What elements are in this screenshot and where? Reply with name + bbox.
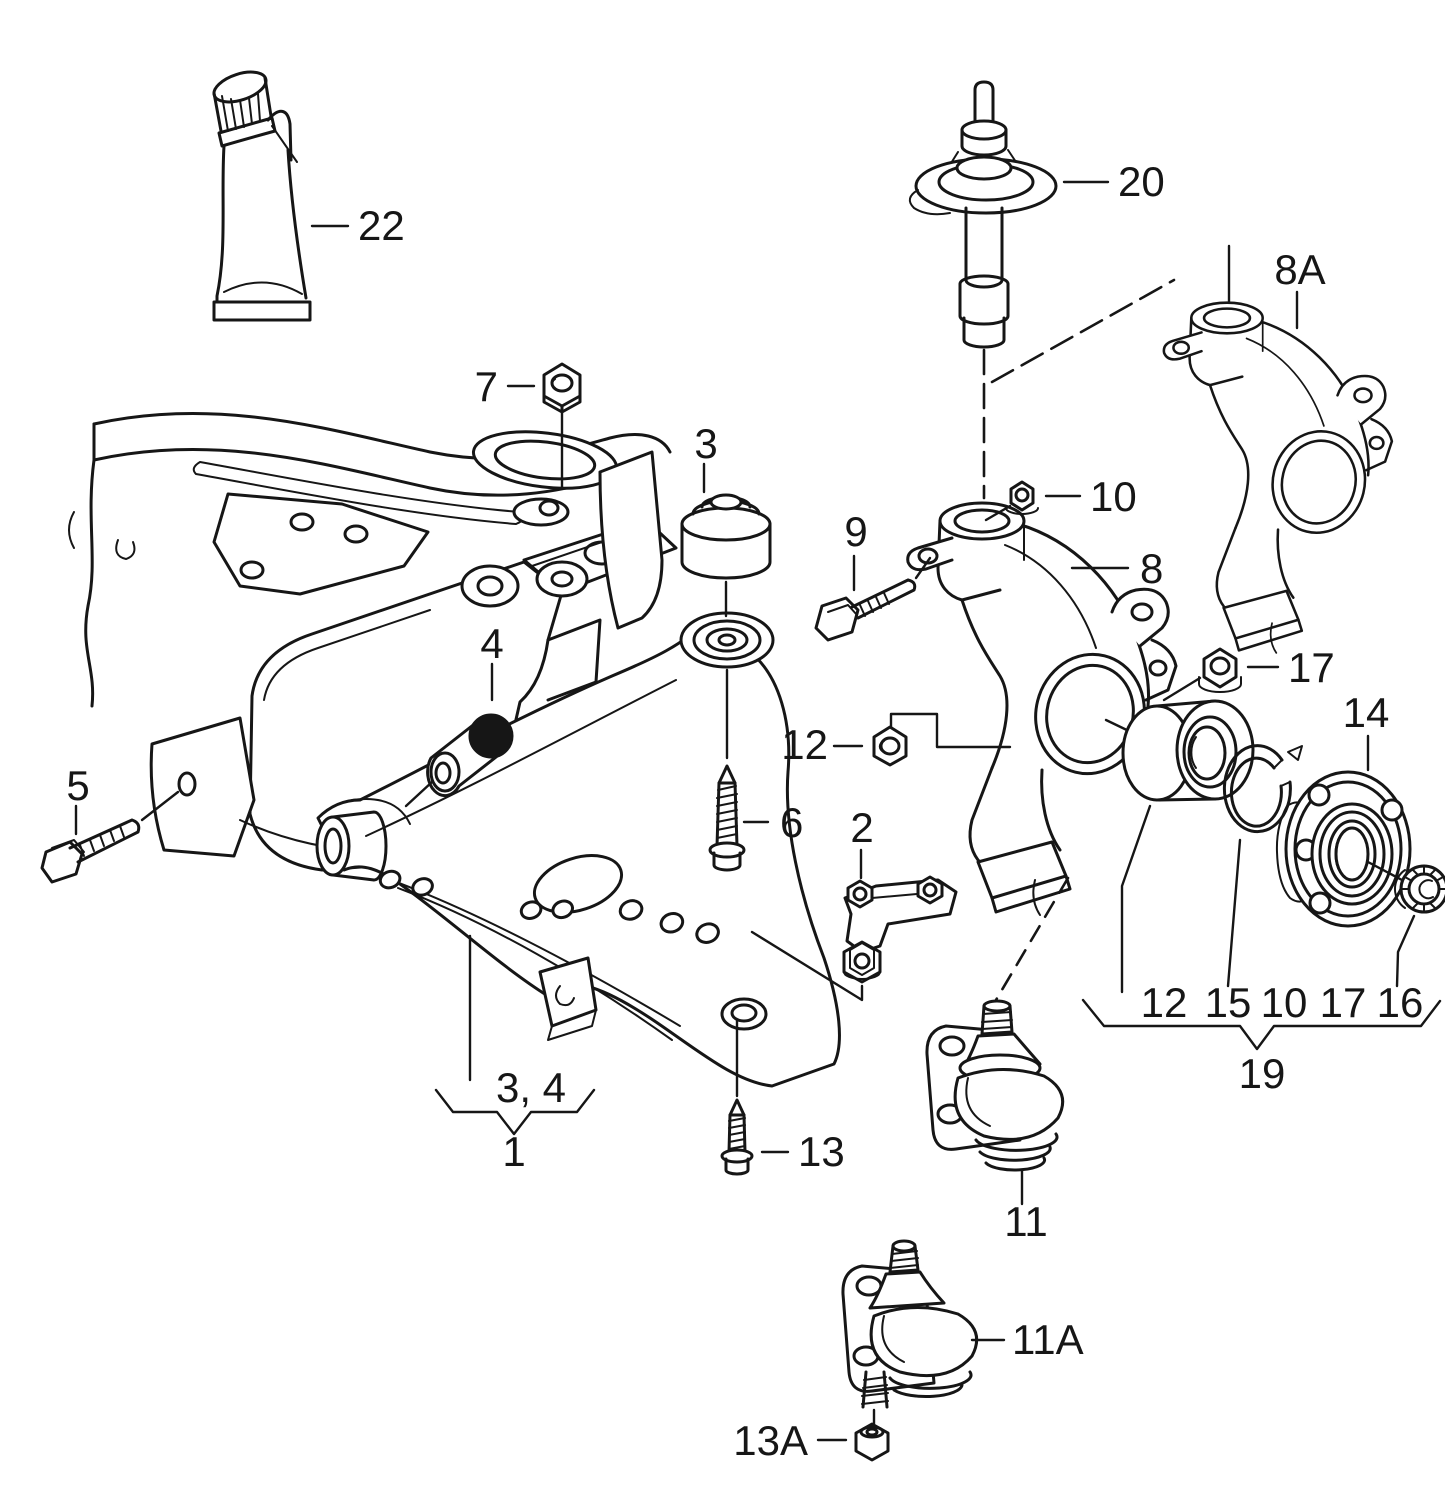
label-13: 13 (798, 1128, 845, 1175)
labels: 22 7 3 4 5 6 3, 4 1 13 2 12 9 10 8 8A 20… (66, 158, 1423, 1464)
lockplate-2 (842, 875, 958, 984)
label-1: 1 (502, 1128, 525, 1175)
label-11a: 11A (1012, 1316, 1084, 1363)
label-9: 9 (844, 508, 867, 555)
label-7: 7 (475, 363, 498, 410)
grease-tube (212, 70, 312, 322)
nut-12 (872, 712, 1012, 767)
screw-13 (720, 1098, 754, 1176)
bolt-5 (40, 790, 180, 884)
wheel-bearing-housing (906, 501, 1178, 916)
highlight-dot (468, 713, 514, 759)
subframe (68, 411, 678, 872)
nut-16 (1366, 860, 1445, 914)
label-17: 17 (1288, 644, 1335, 691)
axis-line-balljoint (994, 876, 1070, 1002)
label-12: 12 (781, 721, 828, 768)
label-19: 19 (1239, 1050, 1286, 1097)
brace-19 (1081, 998, 1442, 1051)
label-10: 10 (1090, 473, 1137, 520)
nut-10 (984, 480, 1039, 522)
label-5: 5 (66, 762, 89, 809)
label-8: 8 (1140, 545, 1163, 592)
label-20: 20 (1118, 158, 1165, 205)
ball-joint-11 (925, 999, 1065, 1172)
nut-7 (542, 362, 582, 490)
ball-joint-11a (841, 1239, 979, 1462)
control-arm (315, 611, 841, 1088)
bushing-4 (426, 713, 514, 798)
nut-17 (1162, 647, 1242, 702)
bushing-3 (680, 493, 772, 580)
label-3-4: 3, 4 (496, 1064, 566, 1111)
label-kit-15: 15 (1205, 979, 1252, 1026)
label-kit-10: 10 (1261, 979, 1308, 1026)
bolt-9 (814, 556, 932, 642)
label-kit-17: 17 (1320, 979, 1367, 1026)
axis-line-8a (990, 278, 1176, 384)
wheel-bearing-housing-8a (1162, 301, 1394, 655)
label-14: 14 (1343, 689, 1390, 736)
leader-lines (74, 290, 1442, 1442)
label-4: 4 (480, 620, 503, 667)
label-kit-12: 12 (1141, 979, 1188, 1026)
label-6: 6 (780, 799, 803, 846)
wheel-bearing (1121, 699, 1255, 802)
wheel-hub (1275, 770, 1412, 928)
screw-6 (708, 764, 746, 872)
label-kit-16: 16 (1377, 979, 1424, 1026)
label-22: 22 (358, 202, 405, 249)
brace-3-4 (434, 1088, 596, 1136)
label-11: 11 (1004, 1198, 1048, 1245)
label-13a: 13A (733, 1417, 808, 1464)
label-3: 3 (694, 420, 717, 467)
label-8a: 8A (1274, 246, 1325, 293)
strut (908, 80, 1058, 349)
label-2: 2 (850, 804, 873, 851)
